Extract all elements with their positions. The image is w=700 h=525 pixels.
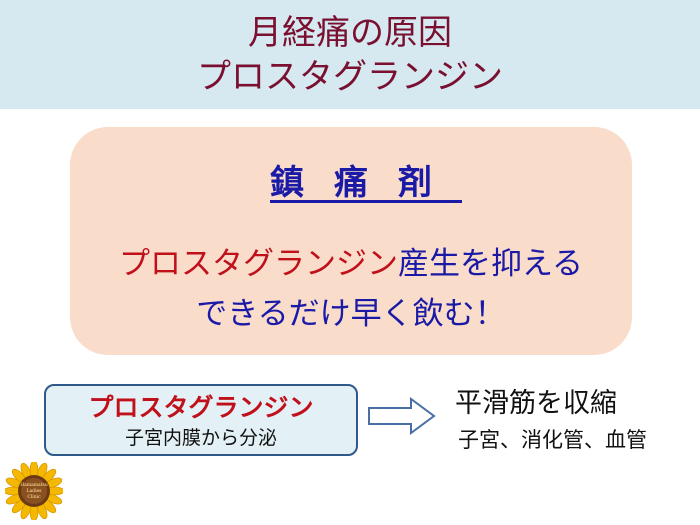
title-band: 月経痛の原因 プロスタグランジン: [0, 0, 700, 109]
callout-line2: できるだけ早く飲む！: [196, 296, 506, 332]
callout-heading: 鎮痛剤: [270, 163, 462, 203]
effect-subtitle: 子宮、消化管、血管: [458, 428, 647, 452]
slide-title-line1: 月経痛の原因: [248, 13, 452, 53]
logo-text-1: Hamamatsu: [20, 482, 48, 488]
slide-title-line2: プロスタグランジン: [197, 57, 503, 97]
sunflower-logo-icon: Hamamatsu Ladies Clinic: [5, 462, 63, 520]
callout-box: 鎮痛剤 プロスタグランジン産生を抑える できるだけ早く飲む！: [70, 127, 632, 355]
callout-line1-blue: 産生を抑える: [397, 246, 584, 282]
logo-text-2: Ladies: [27, 488, 43, 494]
callout-line1: プロスタグランジン産生を抑える: [70, 245, 632, 283]
logo-text-3: Clinic: [27, 494, 41, 500]
source-box: プロスタグランジン 子宮内膜から分泌: [44, 384, 358, 456]
source-box-subtitle: 子宮内膜から分泌: [124, 427, 277, 449]
source-box-title: プロスタグランジン: [88, 393, 314, 422]
effect-title: 平滑筋を収縮: [455, 388, 617, 419]
callout-line1-red: プロスタグランジン: [118, 246, 398, 282]
right-arrow-icon: [368, 397, 436, 435]
